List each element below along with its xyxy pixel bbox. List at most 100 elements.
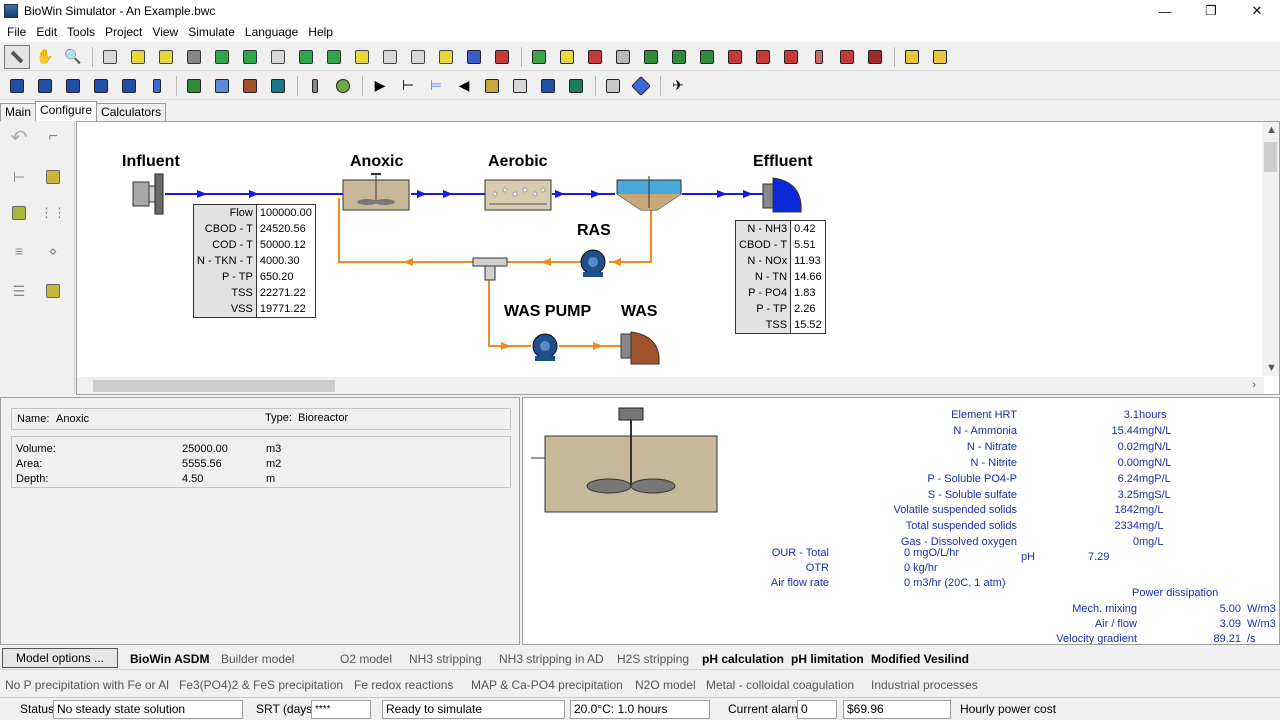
- menu-file[interactable]: File: [7, 25, 27, 39]
- effluent-green-1-button[interactable]: [293, 45, 319, 69]
- effluent-yellow-2-button[interactable]: [433, 45, 459, 69]
- model-option-no-p-precipitation[interactable]: No P precipitation with Fe or Al: [5, 678, 169, 692]
- effluent-yellow-1-button[interactable]: [349, 45, 375, 69]
- settler-palette-button[interactable]: [4, 201, 34, 225]
- grid-palette-button[interactable]: ⋮⋮: [38, 201, 68, 225]
- reactor-green-3-button[interactable]: [666, 45, 692, 69]
- influent-tool-3-button[interactable]: [153, 45, 179, 69]
- thickener-teal-button[interactable]: [265, 74, 291, 98]
- canvas-vertical-scrollbar[interactable]: ▲ ▼: [1262, 122, 1279, 376]
- tab-calculators[interactable]: Calculators: [96, 103, 167, 121]
- maximize-button[interactable]: ❐: [1205, 3, 1217, 18]
- tank-grey-button[interactable]: [600, 74, 626, 98]
- effluent-tool-button[interactable]: [265, 45, 291, 69]
- reactor-green-2-button[interactable]: [638, 45, 664, 69]
- align-palette-button[interactable]: ≡: [4, 239, 34, 263]
- reactor-blue-button[interactable]: [535, 74, 561, 98]
- ras-splitter[interactable]: [472, 257, 508, 281]
- menu-language[interactable]: Language: [244, 25, 299, 39]
- connection-route-button[interactable]: ⌐: [38, 125, 68, 149]
- menu-view[interactable]: View: [152, 25, 179, 39]
- model-option-modified-vesilind[interactable]: Modified Vesilind: [871, 652, 970, 666]
- effluent-outlet[interactable]: [762, 177, 802, 213]
- scroll-up-icon[interactable]: ▲: [1266, 124, 1277, 136]
- splitter-button[interactable]: [899, 45, 925, 69]
- settler-5-button[interactable]: [116, 74, 142, 98]
- split-tool-button[interactable]: ⊢: [395, 74, 421, 98]
- cylinder-red-button[interactable]: [489, 45, 515, 69]
- settler-1-button[interactable]: [4, 74, 30, 98]
- influent-tool-1-button[interactable]: [97, 45, 123, 69]
- tank-green-button[interactable]: [330, 74, 356, 98]
- truck-green-button[interactable]: [237, 45, 263, 69]
- separator-tool-button[interactable]: ◀: [451, 74, 477, 98]
- tab-main[interactable]: Main: [0, 103, 37, 121]
- ras-pump[interactable]: [580, 249, 606, 277]
- reactor-red-3-button[interactable]: [750, 45, 776, 69]
- vertical-scroll-thumb[interactable]: [1264, 142, 1277, 172]
- reactor-green-1-button[interactable]: [526, 45, 552, 69]
- element-name[interactable]: Anoxic: [56, 413, 90, 425]
- model-option-nh3-stripping-ad[interactable]: NH3 stripping in AD: [499, 652, 604, 666]
- column-grey-button[interactable]: [302, 74, 328, 98]
- combiner-palette-button[interactable]: [38, 165, 68, 189]
- volume-value[interactable]: 25000.00: [182, 443, 228, 455]
- model-options-button[interactable]: Model options ...: [2, 648, 118, 668]
- menu-project[interactable]: Project: [105, 25, 143, 39]
- digester-red-2-button[interactable]: [862, 45, 888, 69]
- effluent-grey-1-button[interactable]: [377, 45, 403, 69]
- settler-3-button[interactable]: [60, 74, 86, 98]
- model-option-h2s-stripping[interactable]: H2S stripping: [617, 652, 690, 666]
- truck-tool-button[interactable]: [181, 45, 207, 69]
- minimize-button[interactable]: —: [1158, 3, 1172, 19]
- stack-palette-button[interactable]: ☰: [4, 279, 34, 303]
- distribute-palette-button[interactable]: ⋄: [38, 239, 68, 263]
- clarifier[interactable]: [616, 176, 682, 211]
- clarifier-button[interactable]: [181, 74, 207, 98]
- close-button[interactable]: ✕: [1251, 3, 1263, 18]
- model-option-ph-calculation[interactable]: pH calculation: [702, 652, 785, 666]
- menu-edit[interactable]: Edit: [36, 25, 58, 39]
- cylinder-blue-button[interactable]: [461, 45, 487, 69]
- influent-green-button[interactable]: [209, 45, 235, 69]
- combiner-button[interactable]: [927, 45, 953, 69]
- select-tool-button[interactable]: ✋: [32, 45, 58, 69]
- reactor-grey-button[interactable]: [610, 45, 636, 69]
- thickener-red-button[interactable]: [237, 74, 263, 98]
- add-element-palette-button[interactable]: [38, 279, 68, 303]
- combine-tool-button[interactable]: ⊨: [423, 74, 449, 98]
- splitter-palette-button[interactable]: ⊢: [4, 165, 34, 189]
- area-value[interactable]: 5555.56: [182, 458, 222, 470]
- settler-2-button[interactable]: [32, 74, 58, 98]
- settler-6-button[interactable]: [144, 74, 170, 98]
- influent-inlet[interactable]: [132, 173, 164, 215]
- reactor-green-4-button[interactable]: [694, 45, 720, 69]
- horizontal-scroll-thumb[interactable]: [93, 380, 335, 392]
- reactor-red-2-button[interactable]: [722, 45, 748, 69]
- screen-button[interactable]: [209, 74, 235, 98]
- model-option-industrial-processes[interactable]: Industrial processes: [871, 678, 978, 692]
- valve-tool-button[interactable]: [507, 74, 533, 98]
- scroll-down-icon[interactable]: ▼: [1266, 362, 1277, 374]
- effluent-grey-2-button[interactable]: [405, 45, 431, 69]
- depth-value[interactable]: 4.50: [182, 473, 204, 485]
- canvas-horizontal-scrollbar[interactable]: ›: [77, 377, 1264, 394]
- model-option-nh3-stripping[interactable]: NH3 stripping: [409, 652, 482, 666]
- column-red-button[interactable]: [806, 45, 832, 69]
- model-option-ph-limitation[interactable]: pH limitation: [791, 652, 864, 666]
- reactor-yellow-button[interactable]: [554, 45, 580, 69]
- model-option-map-precipitation[interactable]: MAP & Ca-PO4 precipitation: [471, 678, 623, 692]
- undo-connection-button[interactable]: ↶: [4, 125, 34, 149]
- pump-tool-button[interactable]: [479, 74, 505, 98]
- digester-red-button[interactable]: [834, 45, 860, 69]
- anoxic-tank[interactable]: [342, 173, 410, 211]
- model-option-fe-redox[interactable]: Fe redox reactions: [354, 678, 454, 692]
- menu-tools[interactable]: Tools: [67, 25, 96, 39]
- influent-tool-2-button[interactable]: [125, 45, 151, 69]
- model-option-o2-model[interactable]: O2 model: [340, 652, 393, 666]
- menu-help[interactable]: Help: [308, 25, 333, 39]
- menu-simulate[interactable]: Simulate: [188, 25, 235, 39]
- zoom-tool-button[interactable]: 🔍: [60, 45, 86, 69]
